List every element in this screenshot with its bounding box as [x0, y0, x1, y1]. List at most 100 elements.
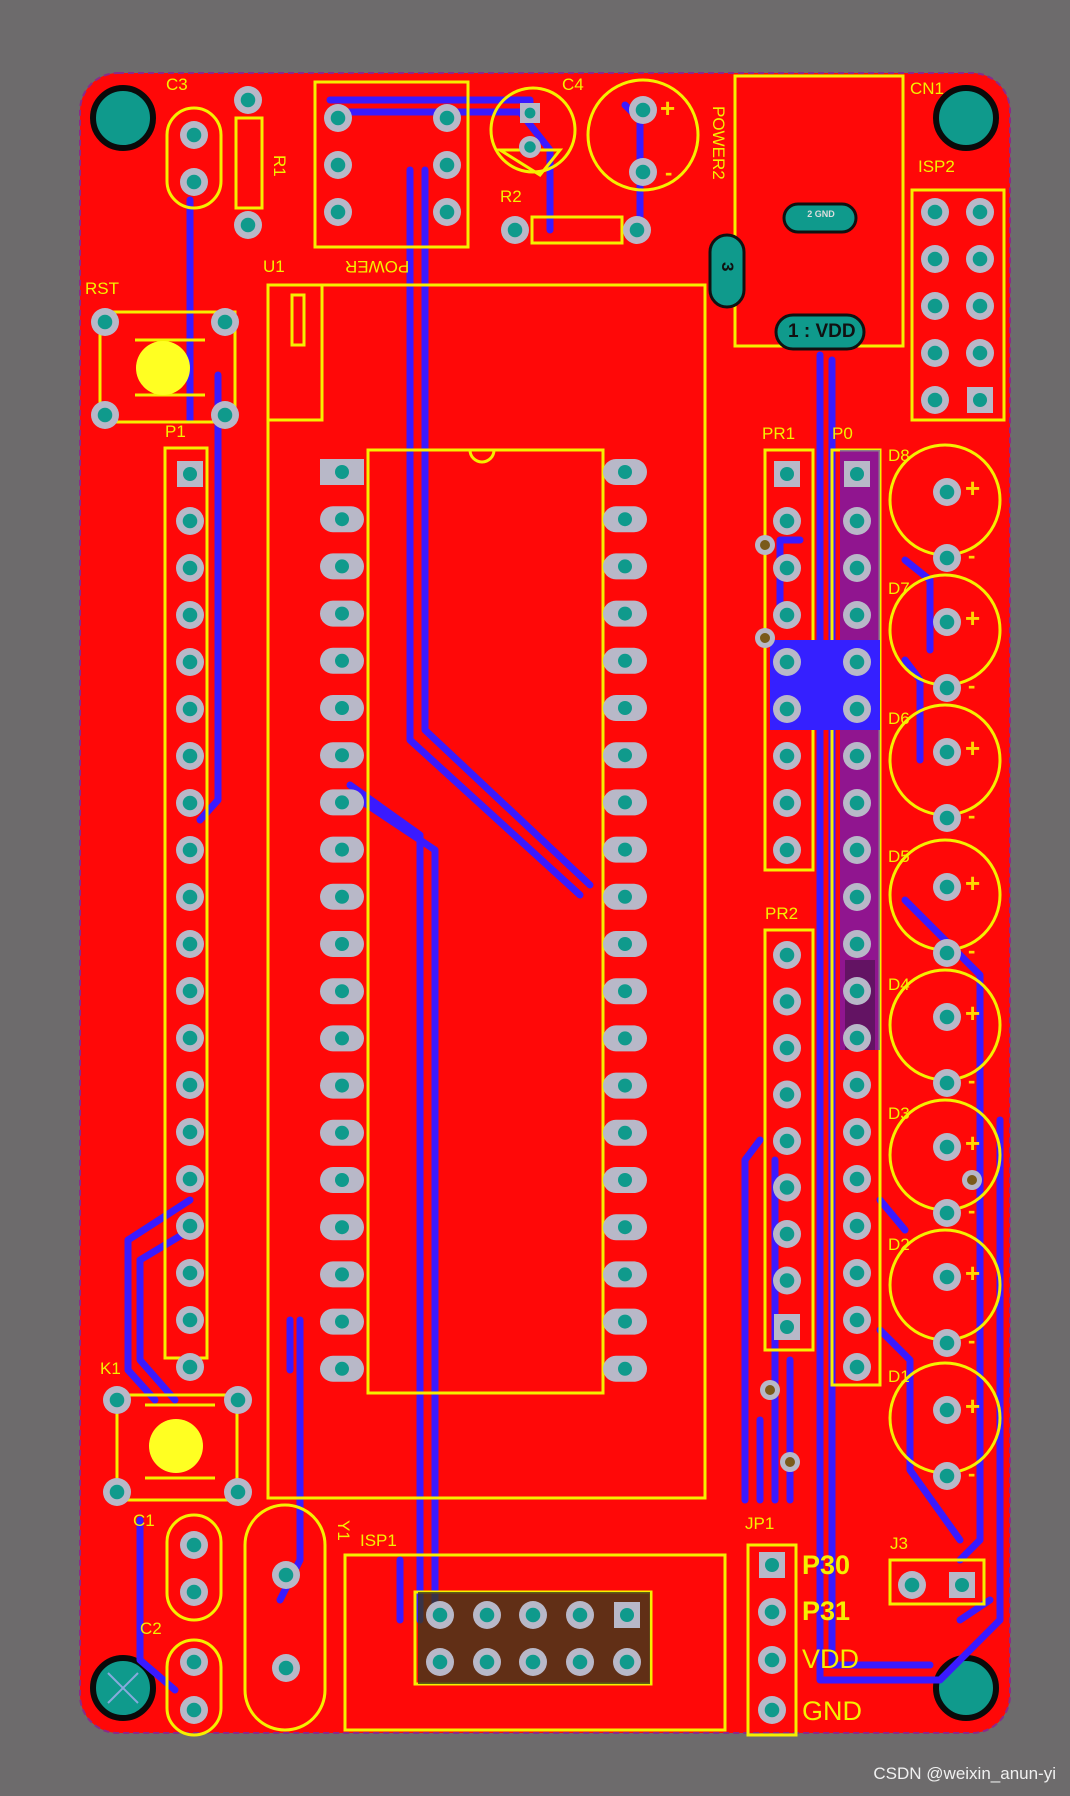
label-d4: D4 — [888, 975, 910, 994]
pad-hole — [525, 1607, 541, 1623]
pad-hole — [618, 512, 632, 527]
minus-mark: - — [968, 1198, 976, 1223]
pad-hole — [182, 1265, 198, 1281]
pad-hole — [618, 701, 632, 715]
pad-hole — [186, 1654, 202, 1670]
label-p0: P0 — [832, 424, 853, 443]
pad-hole — [779, 513, 795, 529]
pad-hole — [849, 1359, 865, 1375]
watermark: CSDN @weixin_anun-yi — [873, 1764, 1056, 1783]
label-d1: D1 — [888, 1367, 910, 1386]
pad-hole — [109, 1484, 125, 1500]
label-r1: R1 — [270, 155, 289, 177]
silk-outline — [234, 116, 264, 210]
label-y1: Y1 — [334, 1520, 353, 1541]
via-hole — [760, 540, 770, 550]
pad-hole — [849, 936, 865, 952]
label-isp1: ISP1 — [360, 1531, 397, 1550]
label-u1: U1 — [263, 257, 285, 276]
pad-hole — [182, 560, 198, 576]
trace — [901, 556, 934, 654]
label-pr2: PR2 — [765, 904, 799, 923]
pad-hole — [618, 1078, 632, 1093]
pad-hole — [618, 1361, 632, 1376]
pad-hole — [849, 560, 865, 576]
pad-hole — [849, 889, 865, 905]
pad-hole — [479, 1654, 495, 1670]
pad-hole — [432, 1654, 448, 1670]
silk-outline — [366, 448, 605, 1395]
silk-outline — [763, 928, 815, 1352]
minus-mark: - — [665, 160, 673, 185]
pad-hole — [618, 984, 632, 999]
pad-three — [708, 233, 746, 309]
pad-hole — [939, 550, 955, 566]
pad-hole — [939, 1009, 955, 1025]
pad-hole — [182, 1030, 198, 1046]
pad-hole — [439, 110, 455, 126]
pad-hole — [182, 1359, 198, 1375]
pad-hole — [849, 1265, 865, 1281]
silk-outline — [290, 293, 306, 347]
minus-mark: - — [968, 1328, 976, 1353]
pad-hole — [182, 466, 198, 482]
pad-hole — [335, 465, 349, 479]
pad-hole — [779, 466, 795, 482]
pad-hole — [335, 1125, 349, 1140]
pad-hole — [779, 607, 795, 623]
pad-hole — [335, 653, 349, 668]
pad-hole — [849, 1124, 865, 1140]
pad-hole — [927, 298, 943, 314]
vdd-pad — [774, 313, 866, 351]
pad-hole — [764, 1557, 780, 1573]
pad-hole — [572, 1607, 588, 1623]
pad-hole — [779, 994, 795, 1009]
pad-hole — [618, 842, 632, 857]
pad-hole — [849, 748, 865, 764]
pad-hole — [618, 1173, 632, 1187]
pad-hole — [335, 559, 349, 574]
pad-hole — [278, 1660, 294, 1676]
trace — [901, 896, 984, 1564]
pad-hole — [182, 748, 198, 764]
pad-hole — [186, 174, 202, 190]
silk-outline — [746, 1543, 798, 1737]
pad-hole — [182, 1077, 198, 1093]
label-c4: C4 — [562, 75, 584, 94]
pad-hole — [939, 1269, 955, 1285]
pad-hole — [182, 607, 198, 623]
trace — [356, 796, 439, 1624]
ic-notch — [468, 449, 496, 464]
pad-hole — [335, 1314, 349, 1329]
minus-mark: - — [968, 1461, 976, 1486]
pad-hole — [507, 222, 523, 238]
pad-hole — [939, 484, 955, 500]
silk-outline — [266, 283, 707, 1500]
silk-outline — [98, 310, 237, 424]
pad-hole — [109, 1392, 125, 1408]
pad-hole — [330, 204, 346, 220]
label-c1: C1 — [133, 1511, 155, 1530]
pad-hole — [629, 222, 645, 238]
pad-hole — [335, 1267, 349, 1282]
pad-hole — [849, 1218, 865, 1234]
pad-hole — [779, 947, 795, 963]
label-jp1: JP1 — [745, 1514, 775, 1533]
pad-hole — [432, 1607, 448, 1623]
trace — [326, 108, 554, 234]
trace — [346, 781, 424, 1624]
label-r2: R2 — [500, 187, 522, 206]
pad-hole — [849, 1171, 865, 1187]
pad-hole — [939, 680, 955, 696]
pad-hole — [849, 654, 865, 670]
pad-hole — [927, 345, 943, 361]
plus-mark: + — [965, 473, 981, 503]
pad-hole — [927, 251, 943, 267]
pad-hole — [182, 983, 198, 999]
jp1-pin-label: VDD — [802, 1644, 860, 1674]
pad-hole — [335, 1220, 349, 1235]
pad-hole — [182, 842, 198, 858]
pad-hole — [618, 1314, 632, 1329]
pad-hole — [939, 1075, 955, 1091]
